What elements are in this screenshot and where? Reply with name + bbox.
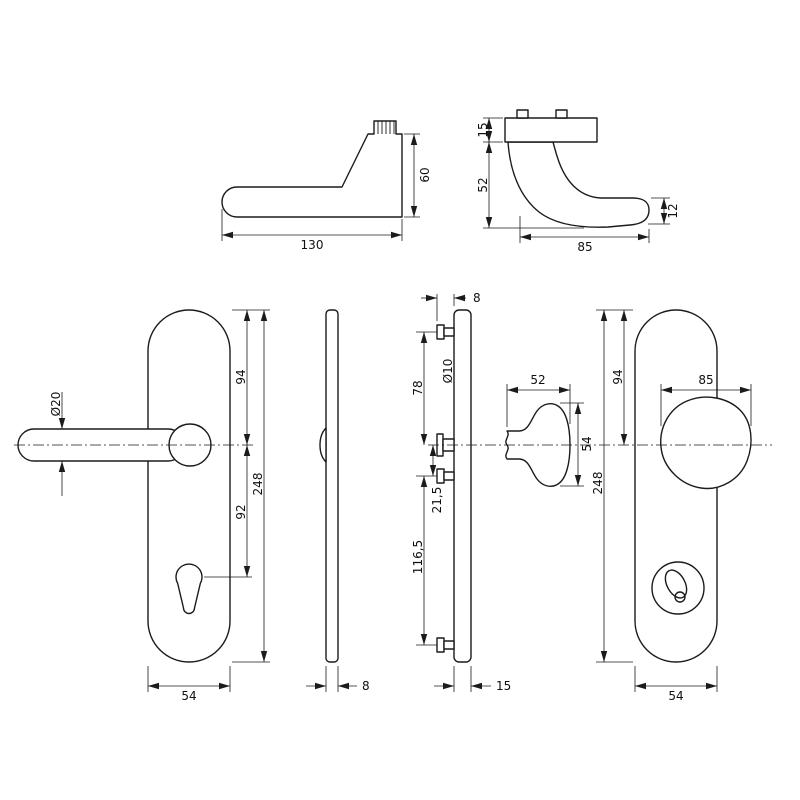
mid-screw-shaft bbox=[443, 471, 455, 481]
lever-outline bbox=[221, 120, 403, 218]
fixing-stud-left bbox=[516, 109, 529, 119]
mid-screw-head bbox=[436, 468, 445, 484]
dim-rose-thickness-label: 15 bbox=[476, 122, 490, 137]
bottom-screw-shaft bbox=[443, 640, 455, 650]
lever-plan-view: 60 130 bbox=[221, 120, 432, 252]
dim-drop-label: 52 bbox=[476, 177, 490, 192]
dim-grip-diameter-label: Ø20 bbox=[49, 392, 63, 417]
top-screw-shaft bbox=[443, 327, 455, 337]
cylinder-guard-oval bbox=[664, 569, 688, 599]
dim-knob-width-label: 85 bbox=[698, 373, 713, 387]
dim-spindle-to-screw-label: 21,5 bbox=[430, 487, 444, 514]
extension-lines bbox=[147, 309, 270, 692]
dim-top-to-axis-label: 94 bbox=[234, 369, 248, 384]
knob-side-detail: 52 54 bbox=[505, 373, 594, 487]
dim-knob-width-label: 52 bbox=[530, 373, 545, 387]
dim-depth-label: 15 bbox=[496, 679, 511, 693]
security-escutcheon bbox=[651, 561, 705, 615]
plate-side-profile-view: 8 bbox=[306, 309, 370, 693]
knob-front bbox=[660, 396, 752, 490]
profile-outline bbox=[325, 309, 339, 663]
lever-plate-front-view: Ø20 94 92 248 54 bbox=[14, 309, 270, 703]
handle-body bbox=[507, 141, 650, 228]
dim-neck-height-label: 60 bbox=[418, 167, 432, 182]
hub-bump bbox=[319, 427, 327, 463]
mounting-side-view: 8 78 Ø10 21,5 116,5 15 bbox=[411, 291, 511, 693]
fixing-stud-right bbox=[555, 109, 568, 119]
dim-plate-height-label: 248 bbox=[591, 472, 605, 495]
extension-lines bbox=[506, 384, 584, 487]
dim-knob-height-label: 54 bbox=[580, 436, 594, 451]
dim-plate-width-label: 54 bbox=[181, 689, 196, 703]
dim-offset-label: 8 bbox=[473, 291, 481, 305]
dim-plate-width-label: 54 bbox=[668, 689, 683, 703]
dim-axis-to-cylinder-label: 92 bbox=[234, 504, 248, 519]
bottom-screw-head bbox=[436, 637, 445, 653]
handle-front-view: 15 52 12 85 bbox=[476, 109, 680, 254]
dim-screw-spacing-label: 116,5 bbox=[411, 540, 425, 574]
extension-lines bbox=[325, 666, 339, 692]
dim-profile-thickness-label: 8 bbox=[362, 679, 370, 693]
dim-plate-height-label: 248 bbox=[251, 473, 265, 496]
knob-plate-front-view: 85 94 248 54 bbox=[428, 309, 772, 703]
dim-top-to-axis-label: 94 bbox=[611, 369, 625, 384]
dim-screw-to-spindle-label: 78 bbox=[411, 380, 425, 395]
cylinder-guard-core bbox=[674, 591, 686, 603]
dim-grip-end-label: 12 bbox=[666, 203, 680, 218]
dim-length-label: 130 bbox=[301, 238, 324, 252]
euro-cylinder-hole bbox=[175, 563, 203, 615]
top-screw-head bbox=[436, 324, 445, 340]
extension-lines bbox=[483, 117, 670, 243]
dim-reach-label: 85 bbox=[577, 240, 592, 254]
dim-screw-diameter-label: Ø10 bbox=[441, 359, 455, 384]
rose-plate bbox=[504, 117, 598, 143]
extension-lines bbox=[596, 309, 752, 692]
spindle-knurl bbox=[377, 121, 395, 134]
plate-outline bbox=[147, 309, 231, 663]
plate-side-outline bbox=[453, 309, 472, 663]
